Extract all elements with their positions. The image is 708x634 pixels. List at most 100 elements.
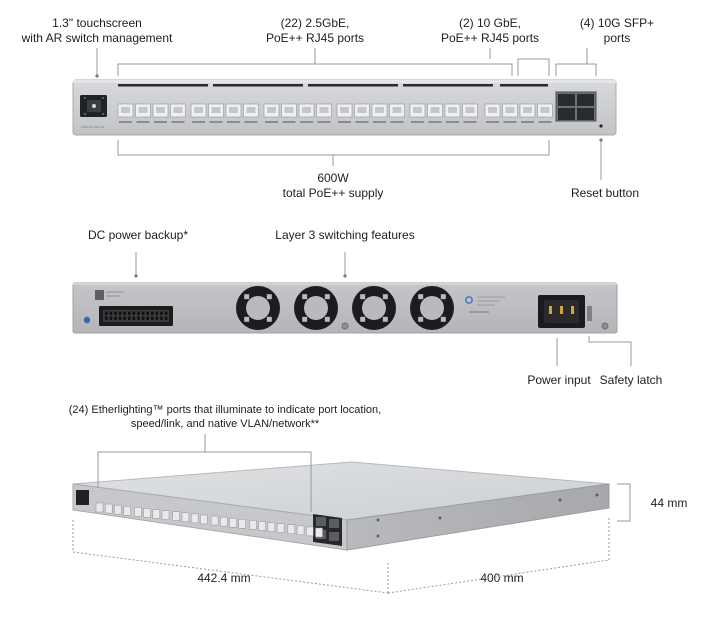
dc-pin	[128, 311, 131, 315]
port-led	[446, 121, 459, 123]
port-led	[136, 121, 150, 123]
fan-hub	[304, 296, 328, 320]
port-led	[486, 121, 499, 123]
rj45-port-socket	[357, 107, 367, 113]
rj45-port-socket	[523, 107, 532, 113]
dc-pin	[164, 316, 168, 320]
rj45-port-socket	[246, 107, 256, 113]
angled-rj45-port	[152, 509, 161, 519]
front-callouts	[96, 48, 602, 180]
touchscreen-label: 1.3" touchscreen with AR switch manageme…	[21, 16, 173, 45]
rj45-port-socket	[448, 107, 457, 113]
dc-pin	[109, 316, 113, 320]
touchscreen-display[interactable]	[80, 95, 107, 117]
fan-bracket	[266, 316, 272, 322]
fan-bracket	[440, 294, 446, 300]
rj45-port-socket	[430, 107, 440, 113]
rj45-port-socket	[505, 107, 515, 113]
dc-pin	[128, 316, 131, 320]
dc-pin	[132, 311, 136, 315]
angled-rj45-port	[287, 524, 296, 534]
port-led	[355, 121, 369, 123]
angled-rj45-port	[190, 513, 199, 524]
side-screws	[376, 493, 599, 538]
angled-rj45-port	[306, 526, 314, 537]
port-led	[503, 121, 517, 123]
rj45-port-socket	[194, 107, 203, 113]
ports-10gbe-label: (2) 10 GbE, PoE++ RJ45 ports	[440, 16, 540, 45]
port-led	[209, 121, 223, 123]
angled-rj45-port	[161, 510, 170, 520]
rj45-port-socket	[375, 107, 384, 113]
fan-bracket	[360, 294, 366, 300]
safety-latch[interactable]	[587, 306, 592, 321]
rj45-port-socket	[392, 107, 402, 113]
dc-pin	[155, 316, 159, 320]
dc-pin	[118, 316, 122, 320]
port-led	[154, 121, 167, 123]
angled-rj45-port	[229, 517, 237, 528]
rear-callouts	[135, 252, 632, 366]
dc-power-connector[interactable]	[99, 306, 173, 326]
port-led	[390, 121, 404, 123]
angled-rj45-port	[114, 504, 122, 515]
rj45-port-row[interactable]	[117, 103, 553, 123]
dc-pin	[109, 311, 113, 315]
ac-power-inlet[interactable]	[538, 295, 585, 328]
dc-connector-pins	[105, 311, 168, 320]
dc-pin	[151, 311, 154, 315]
rear-view-switch	[72, 282, 618, 334]
dc-pin	[123, 311, 126, 315]
rj45-port-socket	[319, 107, 329, 113]
ports-2-5gbe-label: (22) 2.5GbE, PoE++ RJ45 ports	[265, 16, 365, 45]
fan-bracket	[302, 294, 308, 300]
dc-pin	[146, 316, 149, 320]
angled-rj45-port	[220, 516, 228, 527]
dimension-lines	[72, 518, 610, 594]
fan-bracket	[302, 316, 308, 322]
port-led	[119, 121, 132, 123]
angled-touchscreen	[76, 490, 89, 505]
dc-pin	[118, 311, 122, 315]
dc-pin	[123, 316, 126, 320]
dc-pin	[137, 316, 140, 320]
rj45-port-socket	[173, 107, 183, 113]
fan-bracket	[244, 316, 250, 322]
front-view-switch: USW Pro Max 24	[72, 79, 617, 136]
port-led	[411, 121, 424, 123]
dc-pin	[105, 311, 108, 315]
port-led	[192, 121, 205, 123]
port-led	[300, 121, 313, 123]
angled-rj45-port	[123, 506, 131, 516]
dc-pin	[151, 316, 154, 320]
dc-pin	[137, 311, 140, 315]
port-led	[428, 121, 442, 123]
dc-pin	[105, 316, 108, 320]
rj45-port-socket	[267, 107, 276, 113]
angled-rj45-port	[267, 522, 276, 532]
angled-rj45-port	[315, 527, 323, 538]
rj45-port-socket	[340, 107, 349, 113]
angled-rj45-port	[104, 503, 113, 514]
dc-pin	[132, 316, 136, 320]
qr-label-icon	[95, 290, 104, 300]
reset-button[interactable]	[599, 124, 603, 128]
screw-icon	[601, 322, 609, 330]
dc-pin	[164, 311, 168, 315]
port-led	[463, 121, 477, 123]
rj45-port-socket	[284, 107, 294, 113]
screw-icon	[341, 322, 349, 330]
sfp-port-cage[interactable]	[555, 91, 597, 122]
angled-rj45-port	[172, 511, 180, 521]
fan-bracket	[324, 316, 330, 322]
fan-hub	[362, 296, 386, 320]
width-dimension-label: 442.4 mm	[197, 571, 251, 585]
dc-pin	[114, 316, 117, 320]
brand-text: USW Pro Max 24	[81, 125, 105, 129]
port-led	[521, 121, 534, 123]
dc-pin	[114, 311, 117, 315]
angled-rj45-port	[200, 514, 208, 525]
angled-rj45-port	[95, 502, 104, 513]
angled-rj45-port	[143, 508, 151, 518]
port-led	[244, 121, 258, 123]
